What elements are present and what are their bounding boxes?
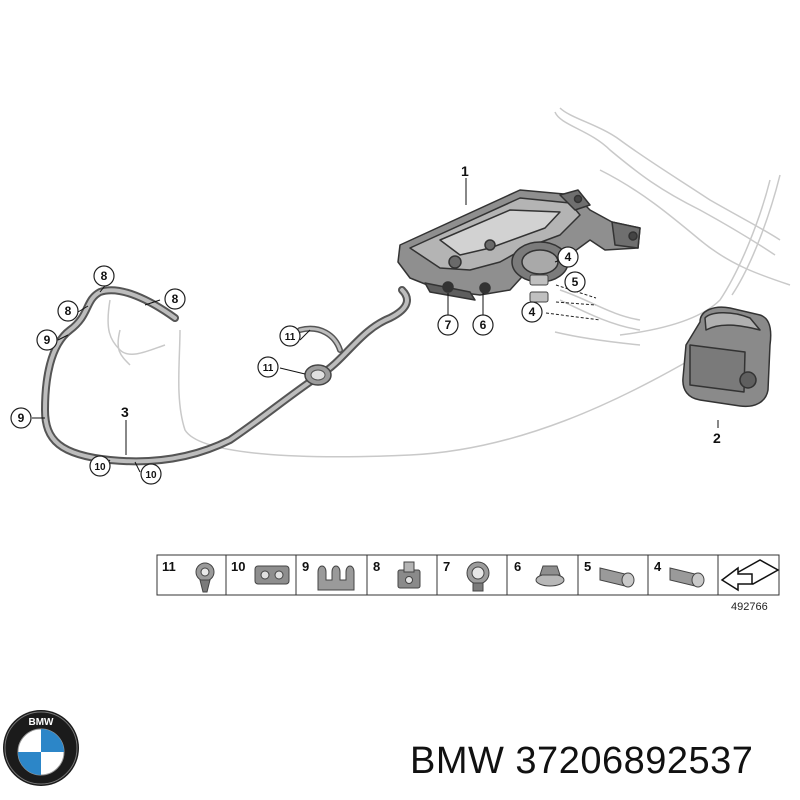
callout-10-a: 10 bbox=[94, 462, 106, 473]
callout-11-a: 11 bbox=[285, 332, 296, 343]
callout-8-a: 8 bbox=[101, 269, 108, 283]
strip-number-5: 5 bbox=[584, 559, 591, 574]
connector-icon bbox=[669, 567, 705, 588]
strip-number-11: 11 bbox=[162, 559, 176, 574]
parking-brake-actuator bbox=[397, 189, 641, 301]
strip-number-7: 7 bbox=[443, 559, 450, 574]
callout-9-a: 9 bbox=[44, 333, 51, 347]
strip-number-10: 10 bbox=[231, 559, 245, 574]
strip-number-6: 6 bbox=[514, 559, 521, 574]
strip-cell-10: 10 bbox=[231, 559, 290, 585]
cable-connectors bbox=[529, 274, 549, 303]
strip-cell-4: 4 bbox=[654, 559, 705, 588]
callout-5: 5 bbox=[572, 275, 579, 289]
strip-cell-11: 11 bbox=[162, 559, 215, 593]
part-label-2: 2 bbox=[713, 430, 721, 446]
strip-cell-9: 9 bbox=[302, 559, 355, 591]
double-clip-icon bbox=[254, 565, 290, 585]
strip-cell-8: 8 bbox=[373, 559, 421, 589]
strip-number-8: 8 bbox=[373, 559, 380, 574]
strip-number-4: 4 bbox=[654, 559, 662, 574]
actuator-cover bbox=[682, 306, 772, 408]
part-label-3: 3 bbox=[121, 404, 129, 420]
diagram-number: 492766 bbox=[731, 601, 768, 613]
part-label-1: 1 bbox=[461, 163, 469, 179]
callout-7: 7 bbox=[445, 318, 452, 332]
holder-icon bbox=[397, 561, 421, 589]
callout-4-a: 4 bbox=[565, 250, 572, 264]
leader-lines bbox=[32, 178, 719, 473]
hose-clip bbox=[304, 364, 332, 386]
nut-icon bbox=[535, 565, 565, 587]
callout-11-b: 11 bbox=[263, 363, 274, 374]
parts-strip: 11 10 9 8 bbox=[156, 554, 780, 596]
hose-assembly bbox=[41, 286, 411, 466]
logo-lettering: BMW bbox=[29, 717, 55, 728]
strip-number-9: 9 bbox=[302, 559, 309, 574]
strip-cell-6: 6 bbox=[514, 559, 565, 587]
arrow-icon bbox=[720, 559, 780, 592]
bmw-logo-icon: BMW bbox=[3, 710, 79, 786]
callout-9-b: 9 bbox=[18, 411, 25, 425]
ghost-lines bbox=[107, 107, 791, 458]
callout-10-b: 10 bbox=[145, 470, 157, 481]
callouts bbox=[10, 246, 586, 485]
strip-cell-arrow bbox=[720, 559, 780, 592]
callout-4-b: 4 bbox=[529, 305, 536, 319]
callout-8-b: 8 bbox=[65, 304, 72, 318]
callout-6: 6 bbox=[480, 318, 487, 332]
callout-8-c: 8 bbox=[172, 292, 179, 306]
grommet-clip-icon bbox=[466, 561, 490, 592]
part-caption: BMW 37206892537 bbox=[410, 740, 754, 782]
strip-cell-7: 7 bbox=[443, 559, 490, 592]
triple-clip-icon bbox=[317, 565, 355, 591]
connector-icon bbox=[599, 567, 635, 588]
strip-cell-5: 5 bbox=[584, 559, 635, 588]
clip-icon bbox=[195, 562, 215, 593]
